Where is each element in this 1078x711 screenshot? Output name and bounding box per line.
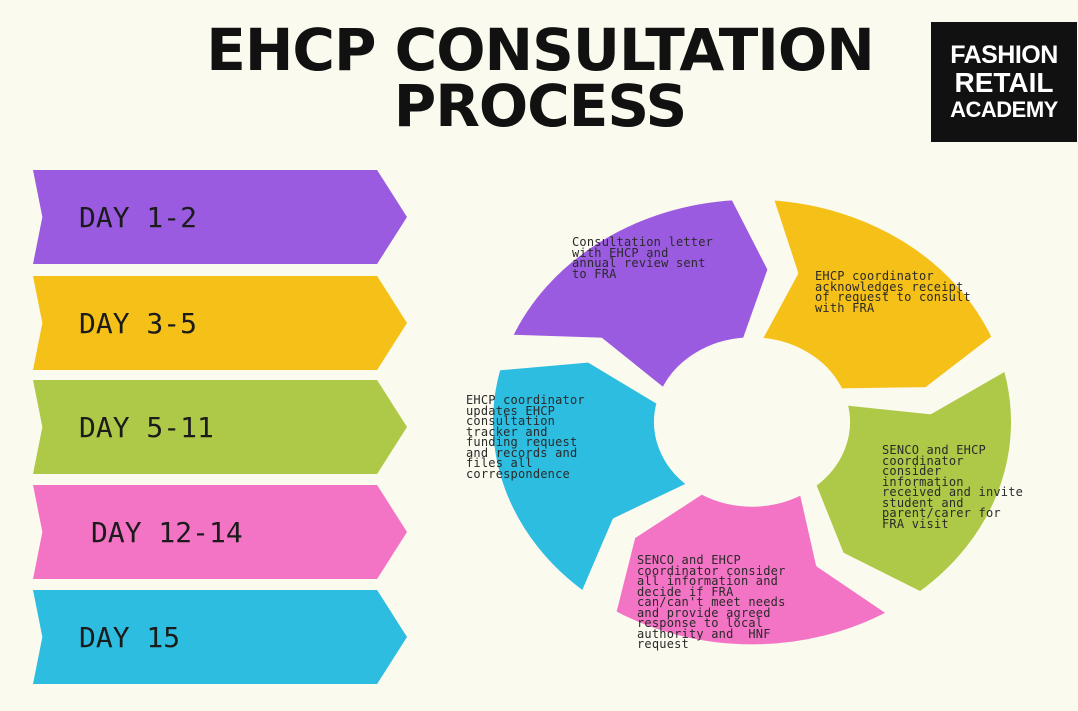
cycle-segment-5 bbox=[487, 356, 694, 598]
cycle-text-line: coordinator consider bbox=[637, 563, 786, 578]
page-title: EHCP CONSULTATION PROCESS bbox=[150, 16, 930, 140]
cycle-segment-3 bbox=[810, 364, 1017, 598]
logo-line-3: ACADEMY bbox=[950, 96, 1058, 122]
cycle-text-line: tracker and bbox=[466, 424, 548, 439]
cycle-segment-2 bbox=[755, 194, 998, 395]
cycle-text-line: files all bbox=[466, 456, 533, 470]
cycle-text-line: correspondence bbox=[466, 466, 570, 481]
day-arrow-3: DAY 5-11 bbox=[33, 380, 407, 474]
cycle-text-line: coordinator bbox=[882, 453, 964, 468]
cycle-text-line: with EHCP and bbox=[572, 245, 669, 260]
day-label: DAY 1-2 bbox=[79, 200, 198, 234]
title-line-2: PROCESS bbox=[393, 72, 688, 140]
cycle-text-line: funding request bbox=[466, 435, 578, 449]
cycle-text-line: all information and bbox=[637, 574, 779, 588]
cycle-text-line: can/can't meet needs bbox=[637, 595, 786, 609]
day-label: DAY 3-5 bbox=[79, 306, 198, 340]
cycle-text-line: consider bbox=[882, 464, 942, 478]
cycle-text-line: updates EHCP bbox=[466, 403, 556, 418]
cycle-text-line: annual review sent bbox=[572, 256, 706, 270]
day-arrow-1: DAY 1-2 bbox=[33, 170, 407, 264]
cycle-text-line: parent/carer for bbox=[882, 506, 1001, 520]
cycle-text-line: SENCO and EHCP bbox=[882, 443, 986, 457]
day-arrow-4: DAY 12-14 bbox=[33, 485, 407, 579]
logo-line-2: RETAIL bbox=[954, 66, 1054, 98]
cycle-text-line: acknowledges receipt bbox=[815, 279, 964, 294]
cycle-text-line: received and invite bbox=[882, 485, 1024, 499]
cycle-text-line: of request to consult bbox=[815, 290, 971, 304]
title-line-1: EHCP CONSULTATION bbox=[206, 16, 875, 84]
cycle-text-line: EHCP coordinator bbox=[815, 269, 934, 283]
cycle-text-line: information bbox=[882, 474, 964, 489]
logo-line-1: FASHION bbox=[950, 40, 1058, 69]
cycle-text-line: response to local bbox=[637, 616, 764, 630]
cycle-text-line: with FRA bbox=[815, 300, 875, 315]
cycle-text-line: Consultation letter bbox=[572, 235, 714, 249]
cycle-segment-1 bbox=[506, 194, 774, 395]
cycle-text-line: authority and HNF bbox=[637, 626, 771, 641]
day-arrow-2: DAY 3-5 bbox=[33, 276, 407, 370]
cycle-text-line: and provide agreed bbox=[637, 605, 771, 620]
fashion-retail-academy-logo: FASHION RETAIL ACADEMY bbox=[931, 22, 1077, 142]
day-label: DAY 5-11 bbox=[79, 410, 214, 444]
day-label: DAY 12-14 bbox=[91, 515, 243, 549]
day-arrow-5: DAY 15 bbox=[33, 590, 407, 684]
day-label: DAY 15 bbox=[79, 620, 181, 654]
cycle-text-line: to FRA bbox=[572, 266, 617, 281]
cycle-text-line: student and bbox=[882, 495, 964, 510]
cycle-text-line: EHCP coordinator bbox=[466, 393, 585, 407]
cycle-text-line: FRA visit bbox=[882, 516, 949, 531]
cycle-segment-4 bbox=[610, 488, 894, 651]
cycle-text-line: consultation bbox=[466, 414, 556, 428]
cycle-text-line: request bbox=[637, 637, 689, 651]
cycle-text-line: and records and bbox=[466, 445, 578, 460]
cycle-text-line: decide if FRA bbox=[637, 584, 734, 599]
cycle-text-line: SENCO and EHCP bbox=[637, 553, 741, 567]
